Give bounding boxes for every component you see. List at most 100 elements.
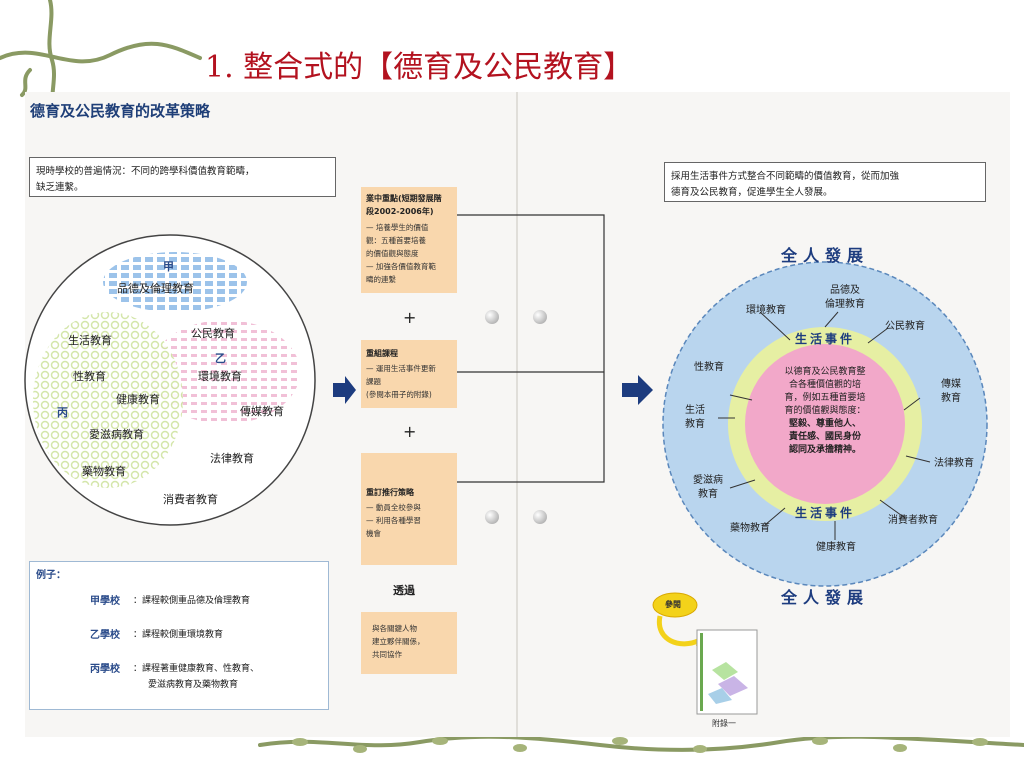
hole-4 <box>533 510 547 524</box>
label-health: 健康教育 <box>116 393 160 406</box>
booklet-shape-1 <box>712 662 738 680</box>
strategy-title: 重訂推行策略 <box>366 488 414 497</box>
strategy-line-1: — 動員全校參與 <box>366 503 421 512</box>
ring-aids: 愛滋病 教育 <box>684 474 732 502</box>
curriculum-box: 重組課程 — 運用生活事件更新 課題 (參閱本冊子的附錄) <box>361 340 457 408</box>
life-events-top: 生活事件 <box>795 332 856 346</box>
legend-box: 例子： 甲學校 ：課程較側重品德及倫理教育 乙學校 ：課程較側重環境教育 丙學校… <box>29 561 329 710</box>
legend-desc-b: ：課程較側重環境教育 <box>133 630 224 640</box>
legend-desc-a: ：課程較側重品德及倫理教育 <box>133 596 251 606</box>
appendix-label: 附錄一 <box>712 719 736 728</box>
label-yi: 乙 <box>215 352 226 365</box>
ring-moral-2: 倫理教育 <box>825 299 865 310</box>
ring-moral-1: 品德及 <box>830 285 860 296</box>
ring-environment: 環境教育 <box>746 305 786 316</box>
situation-line-1: 現時學校的普遍情況：不同的跨學科價值教育範疇， <box>36 166 255 177</box>
focus-line-3: 的價值觀與態度 <box>366 249 419 258</box>
legend-desc-c: ：課程著重健康教育、性教育、 <box>133 664 260 674</box>
center-line-1: 以德育及公民教育整 <box>784 367 866 377</box>
ring-life-2: 教育 <box>685 419 705 430</box>
whole-person-top: 全人發展 <box>781 246 870 265</box>
label-consumer: 消費者教育 <box>163 493 218 506</box>
partnership-box: 與各關鍵人物 建立夥伴關係， 共同協作 <box>361 612 457 674</box>
center-circle <box>745 344 905 504</box>
legend-school-a: 甲學校 <box>90 596 120 607</box>
hole-3 <box>485 510 499 524</box>
label-law: 法律教育 <box>210 452 254 465</box>
slide-title: 1. 整合式的【德育及公民教育】 <box>205 50 634 85</box>
hole-2 <box>533 310 547 324</box>
label-bing: 丙 <box>57 406 68 419</box>
strategy-box: 重訂推行策略 — 動員全校參與 — 利用各種學習 機會 <box>361 453 457 565</box>
through-label: 透過 <box>393 584 415 597</box>
ring-life-1: 生活 <box>685 405 705 416</box>
ring-media-1: 傳媒 <box>941 379 961 390</box>
booklet-shape-2 <box>718 676 748 696</box>
booklet-shape-3 <box>708 688 732 704</box>
legend-title: 例子： <box>36 570 66 581</box>
ring-sex: 性教育 <box>694 362 724 373</box>
plus-1: + <box>403 308 417 327</box>
center-line-3: 育，例如五種首要培 <box>784 393 866 403</box>
whole-person-bottom: 全人發展 <box>781 588 870 607</box>
focus-line-5: 疇的連繫 <box>366 275 396 284</box>
region-yi <box>150 320 300 424</box>
strategy-line-3: 機會 <box>366 529 381 538</box>
region-jia <box>103 252 247 312</box>
label-sex: 性教育 <box>73 370 106 383</box>
ref-badge-label: 參閱 <box>665 600 681 609</box>
ring-law: 法律教育 <box>934 458 974 469</box>
curriculum-line-2: 課題 <box>366 377 381 386</box>
situation-line-2: 缺乏連繫。 <box>36 182 84 193</box>
curriculum-line-3: (參閱本冊子的附錄) <box>366 390 432 399</box>
hole-1 <box>485 310 499 324</box>
partnership-line-2: 建立夥伴關係， <box>372 637 425 646</box>
focus-title-2: 段2002-2006年) <box>366 207 434 216</box>
booklet-spine <box>700 633 703 711</box>
page-fold <box>516 92 518 737</box>
strategy-line-2: — 利用各種學習 <box>366 516 421 525</box>
legend-school-c: 丙學校 <box>90 664 120 675</box>
goal-line-1: 採用生活事件方式整合不同範疇的價值教育，從而加強 <box>671 171 900 182</box>
partnership-line-1: 與各關鍵人物 <box>372 624 417 633</box>
label-moral: 品德及倫理教育 <box>117 282 194 295</box>
label-media: 傳媒教育 <box>240 405 284 418</box>
life-events-bottom: 生活事件 <box>795 506 856 520</box>
situation-box: 現時學校的普遍情況：不同的跨學科價值教育範疇， 缺乏連繫。 <box>29 157 336 197</box>
legend-school-b: 乙學校 <box>90 630 120 641</box>
strategy-heading: 德育及公民教育的改革策略 <box>30 102 211 120</box>
ring-life: 生活 教育 <box>676 404 714 432</box>
center-bold-2: 責任感、國民身份 <box>788 432 861 442</box>
plus-2: + <box>403 422 417 441</box>
ring-civic: 公民教育 <box>885 321 925 332</box>
left-arrow <box>333 376 356 404</box>
center-text: 以德育及公民教育整 合各種價值觀的培 育，例如五種首要培 育的價值觀與態度： 堅… <box>770 366 880 457</box>
ring-consumer: 消費者教育 <box>888 515 938 526</box>
ring-media-2: 教育 <box>941 393 961 404</box>
right-arrow <box>622 375 653 405</box>
ring-moral: 品德及 倫理教育 <box>815 284 875 312</box>
label-jia: 甲 <box>163 260 174 273</box>
center-line-2: 合各種價值觀的培 <box>788 380 861 390</box>
focus-line-4: — 加強各價值教育範 <box>366 262 436 271</box>
legend-desc-c2: 愛滋病教育及藥物教育 <box>148 680 239 690</box>
label-drug: 藥物教育 <box>82 465 126 478</box>
center-line-4: 育的價值觀與態度： <box>784 406 866 416</box>
bracket-line <box>457 214 605 483</box>
center-bold-1: 堅毅、尊重他人、 <box>788 419 861 429</box>
curriculum-line-1: — 運用生活事件更新 <box>366 364 436 373</box>
focus-line-1: — 培養學生的價值 <box>366 223 429 232</box>
focus-line-2: 觀：五種首要培養 <box>366 236 426 245</box>
focus-title-1: 業中重點(短期發展階 <box>366 194 442 203</box>
ref-curve <box>656 615 702 647</box>
focus-box: 業中重點(短期發展階 段2002-2006年) — 培養學生的價值 觀：五種首要… <box>361 187 457 293</box>
ring-health: 健康教育 <box>816 542 856 553</box>
curriculum-title: 重組課程 <box>366 349 398 358</box>
region-bing <box>33 312 183 488</box>
ring-aids-2: 教育 <box>698 489 718 500</box>
ring-aids-1: 愛滋病 <box>693 475 723 486</box>
label-environment: 環境教育 <box>198 370 242 383</box>
